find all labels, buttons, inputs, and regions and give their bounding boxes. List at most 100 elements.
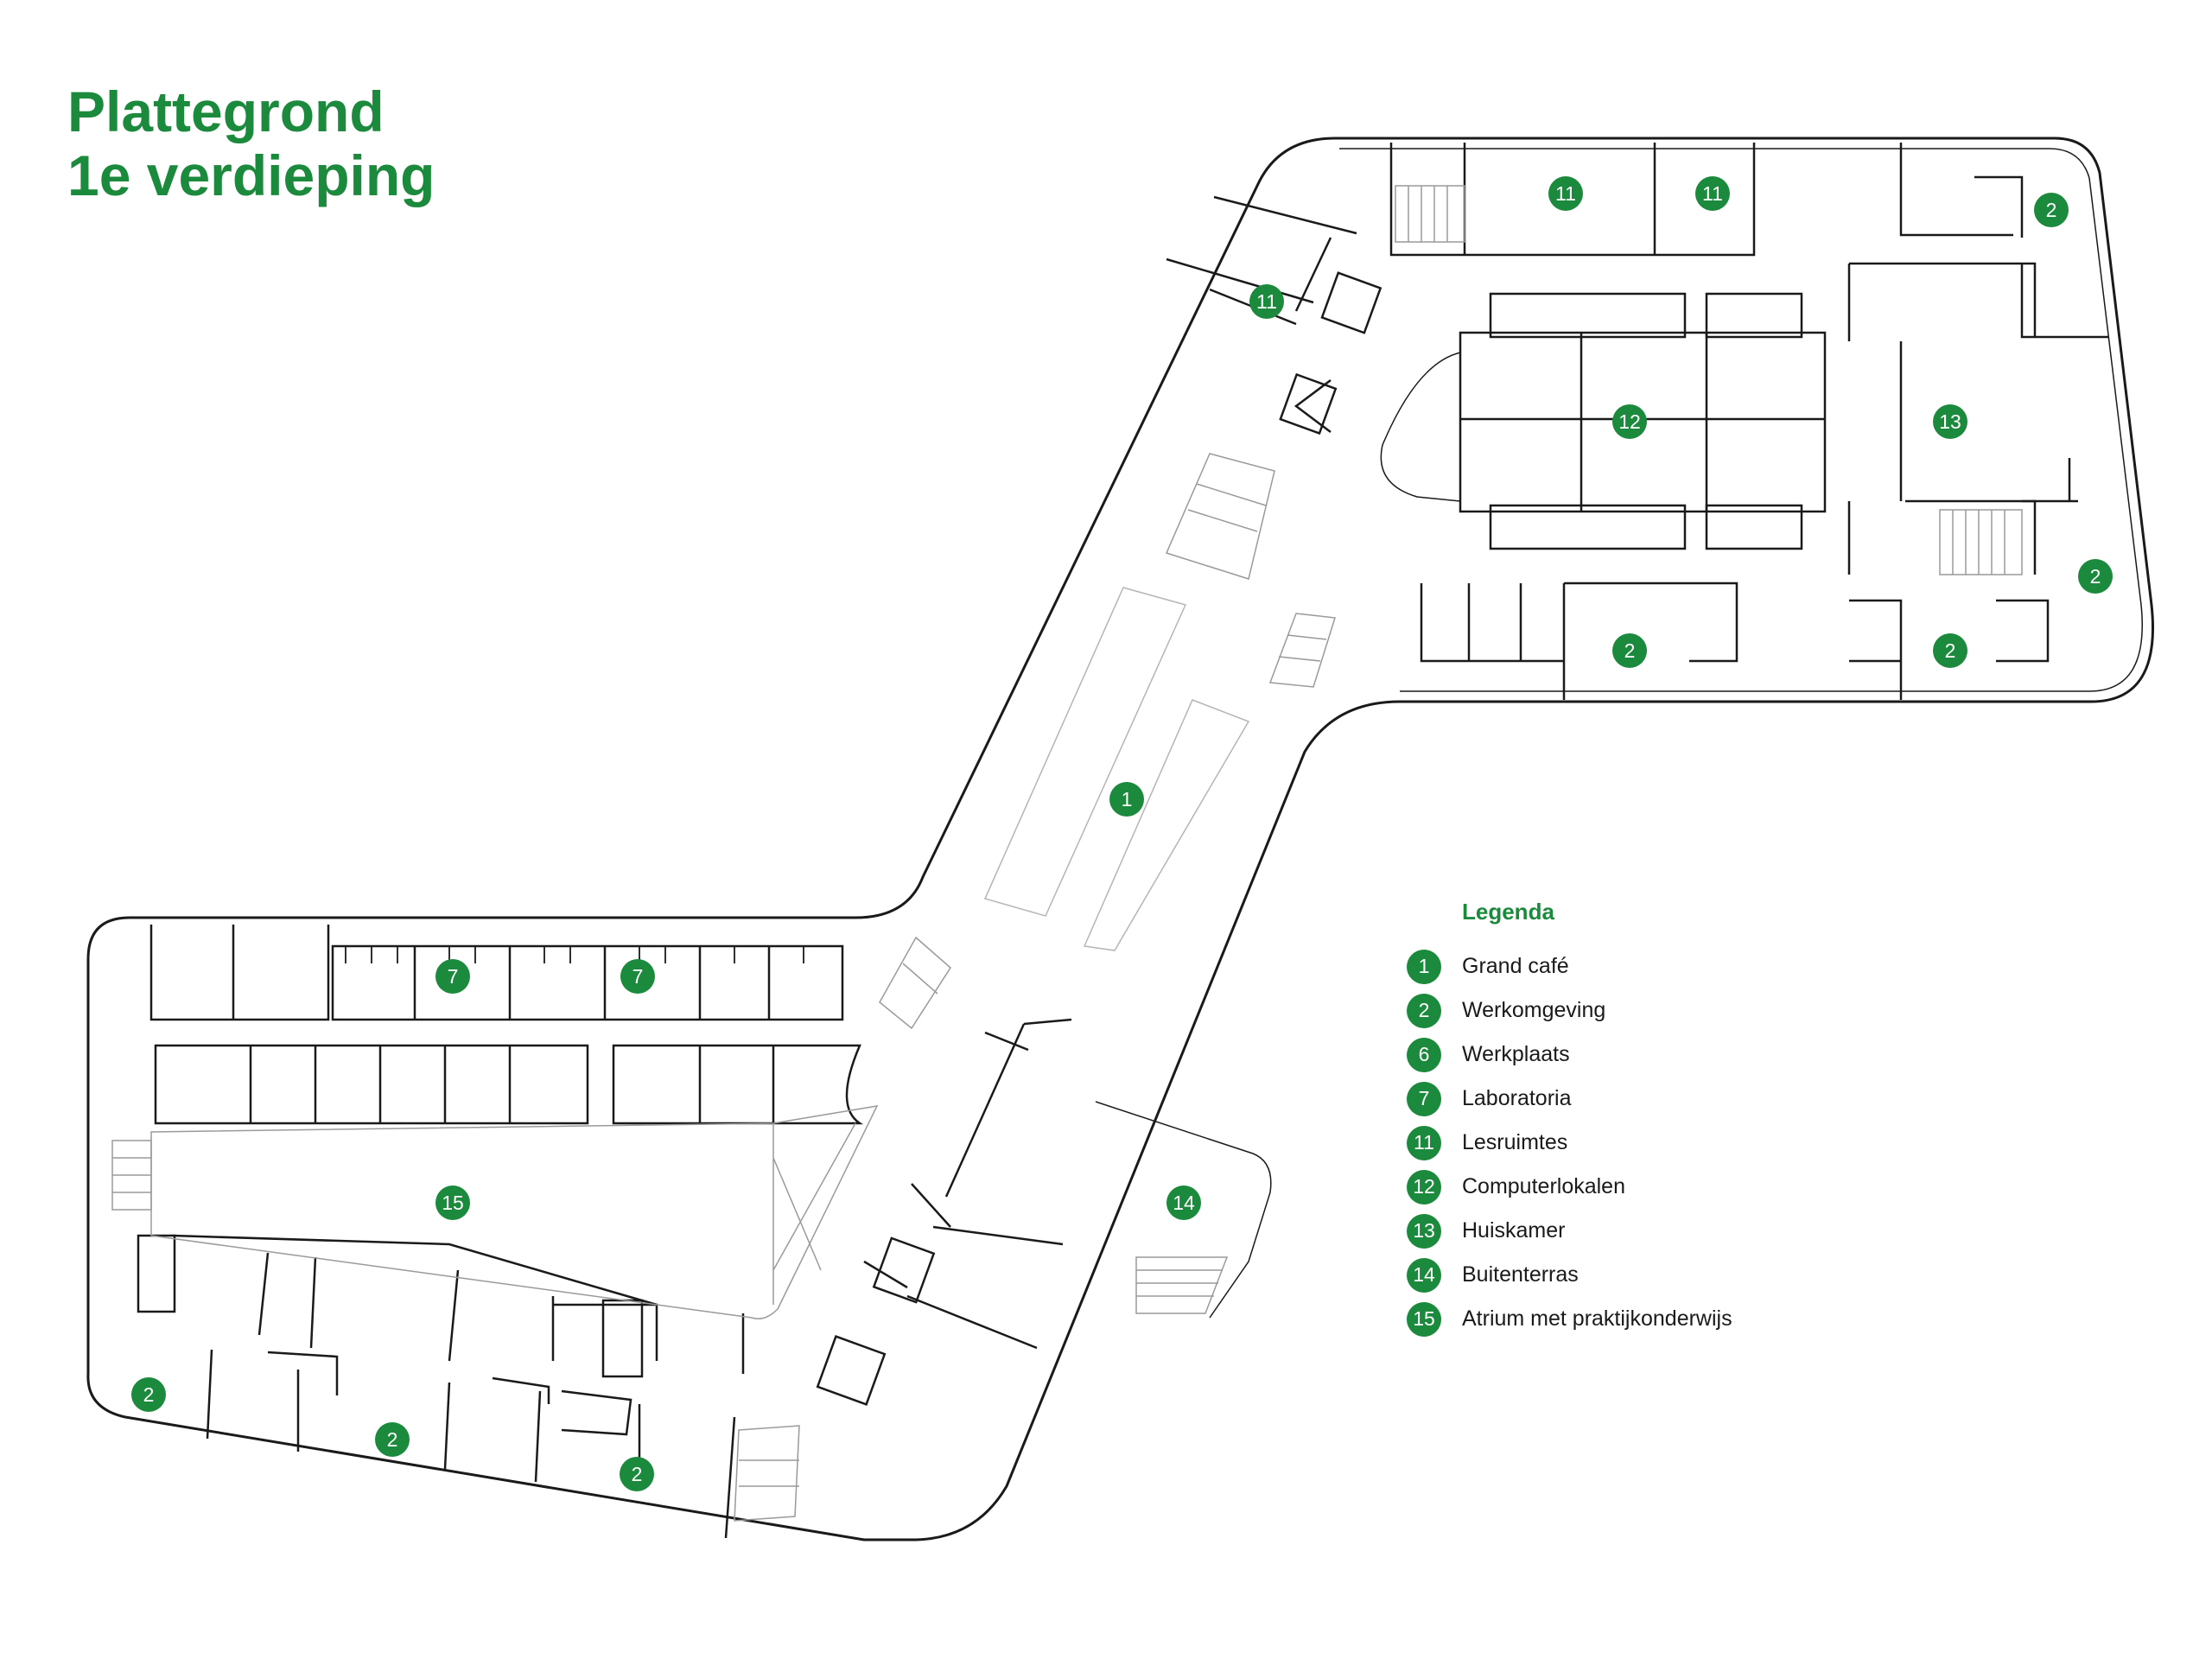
marker-werk-ne-top[interactable]: 2 — [2034, 193, 2069, 227]
marker-grand-cafe[interactable]: 1 — [1109, 782, 1144, 817]
legend-item: 14 Buitenterras — [1407, 1253, 1732, 1297]
marker-lab-b[interactable]: 7 — [620, 959, 655, 994]
terrace-outline — [1095, 1101, 1272, 1319]
cafe-zone-1 — [983, 587, 1187, 917]
sw-core — [137, 1234, 176, 1313]
svg-text:15: 15 — [442, 1192, 464, 1214]
lift-north-2 — [1279, 372, 1338, 435]
stair-ne-1 — [1395, 185, 1465, 243]
marker-huiskamer[interactable]: 13 — [1933, 404, 1967, 439]
legend-badge: 12 — [1407, 1169, 1441, 1205]
marker-lesruimte-b[interactable]: 11 — [1695, 176, 1730, 211]
sw-lower-rooms — [172, 1234, 745, 1374]
atrium-diagonal — [772, 1122, 856, 1305]
legend-label: Lesruimtes — [1462, 1130, 1568, 1154]
spine-rooms-upper — [1166, 195, 1357, 433]
spine-rooms-lower — [863, 1018, 1072, 1350]
svg-text:12: 12 — [1618, 410, 1641, 433]
marker-buitenterras[interactable]: 14 — [1166, 1185, 1201, 1220]
legend-label: Computerlokalen — [1462, 1174, 1625, 1198]
cafe-zone-2 — [1083, 699, 1250, 951]
ne-block-top-left — [1489, 292, 1687, 339]
legend-badge: 7 — [1407, 1081, 1441, 1116]
marker-werk-sw-3[interactable]: 2 — [620, 1457, 654, 1491]
legend-badge: 15 — [1407, 1301, 1441, 1337]
legend-label: Laboratoria — [1462, 1086, 1572, 1110]
legend-label: Atrium met praktijkonderwijs — [1462, 1306, 1732, 1331]
legend: Legenda 1 Grand café 2 Werkomgeving 6 Werkp… — [1407, 899, 1732, 1341]
legend-item: 15 Atrium met praktijkonderwijs — [1407, 1297, 1732, 1341]
marker-lesruimte-c[interactable]: 11 — [1249, 284, 1284, 319]
building-inner-outline — [1339, 148, 2143, 692]
legend-label: Werkplaats — [1462, 1042, 1570, 1066]
legend-item: 1 Grand café — [1407, 944, 1732, 988]
lift-north — [1320, 271, 1382, 334]
marker-lesruimte-a[interactable]: 11 — [1548, 176, 1583, 211]
title-line-2: 1e verdieping — [67, 143, 435, 207]
legend-title: Legenda — [1462, 899, 1554, 925]
svg-text:7: 7 — [632, 965, 644, 988]
ne-block-top-right — [1705, 292, 1803, 339]
legend-item: 7 Laboratoria — [1407, 1077, 1732, 1121]
marker-werk-ne-mid[interactable]: 2 — [1612, 633, 1647, 668]
legend-label: Huiskamer — [1462, 1218, 1566, 1243]
stair-sw-top — [879, 936, 951, 1030]
svg-text:2: 2 — [2046, 199, 2057, 221]
marker-werk-sw-2[interactable]: 2 — [375, 1422, 410, 1457]
lift-south-1 — [872, 1236, 936, 1304]
legend-badge: 6 — [1407, 1037, 1441, 1072]
legend-badge: 13 — [1407, 1213, 1441, 1249]
legend-item: 6 Werkplaats — [1407, 1033, 1732, 1077]
page-title: Plattegrond 1e verdieping — [67, 79, 435, 207]
svg-text:11: 11 — [1555, 182, 1576, 205]
svg-text:13: 13 — [1939, 410, 1961, 433]
legend-badge: 1 — [1407, 949, 1441, 984]
stair-spine-upper — [1165, 453, 1275, 580]
marker-werk-ne-right-bottom[interactable]: 2 — [1933, 633, 1967, 668]
marker-werk-sw-1[interactable]: 2 — [131, 1377, 166, 1412]
legend-item: 12 Computerlokalen — [1407, 1165, 1732, 1209]
svg-text:2: 2 — [632, 1463, 643, 1485]
svg-text:2: 2 — [1624, 639, 1636, 662]
legend-label: Buitenterras — [1462, 1262, 1579, 1287]
legend-badge: 2 — [1407, 993, 1441, 1028]
stair-terrace — [1135, 1256, 1229, 1314]
svg-text:2: 2 — [1945, 639, 1956, 662]
svg-text:7: 7 — [448, 965, 459, 988]
legend-badge: 11 — [1407, 1125, 1441, 1160]
sw-lift — [601, 1299, 644, 1378]
ne-hall — [1459, 331, 1827, 513]
building-outline — [86, 137, 2155, 1541]
ne-block-bottom-left — [1489, 504, 1687, 550]
svg-text:2: 2 — [143, 1383, 155, 1406]
ne-bottom-rooms — [1420, 582, 2050, 700]
stair-spine-mid — [1268, 613, 1336, 688]
marker-werk-ne-right[interactable]: 2 — [2078, 559, 2113, 594]
svg-text:14: 14 — [1173, 1192, 1195, 1214]
legend-badge: 14 — [1407, 1257, 1441, 1293]
marker-lab-a[interactable]: 7 — [435, 959, 470, 994]
ne-block-bottom-right — [1705, 504, 1803, 550]
ne-right-rooms — [1974, 175, 2108, 503]
sw-middle-rooms — [154, 1044, 864, 1125]
stair-ne-2 — [1939, 509, 2023, 575]
legend-item: 2 Werkomgeving — [1407, 988, 1732, 1033]
marker-atrium[interactable]: 15 — [435, 1185, 470, 1220]
title-line-1: Plattegrond — [67, 79, 385, 143]
svg-text:2: 2 — [387, 1428, 398, 1451]
lift-south-2 — [816, 1335, 887, 1406]
sw-lab-walls — [345, 946, 804, 963]
legend-label: Grand café — [1462, 954, 1569, 978]
sw-bottom-rooms — [206, 1349, 736, 1539]
legend-label: Werkomgeving — [1462, 998, 1606, 1022]
legend-item: 13 Huiskamer — [1407, 1209, 1732, 1253]
svg-text:11: 11 — [1256, 290, 1277, 313]
ne-hall-curve — [1380, 352, 1461, 502]
marker-computerlokalen[interactable]: 12 — [1612, 404, 1647, 439]
stair-sw-bottom — [734, 1425, 800, 1522]
stair-sw-left — [111, 1140, 152, 1211]
huiskamer-room — [1847, 262, 2037, 575]
svg-text:11: 11 — [1702, 182, 1723, 205]
svg-text:2: 2 — [2090, 565, 2101, 588]
